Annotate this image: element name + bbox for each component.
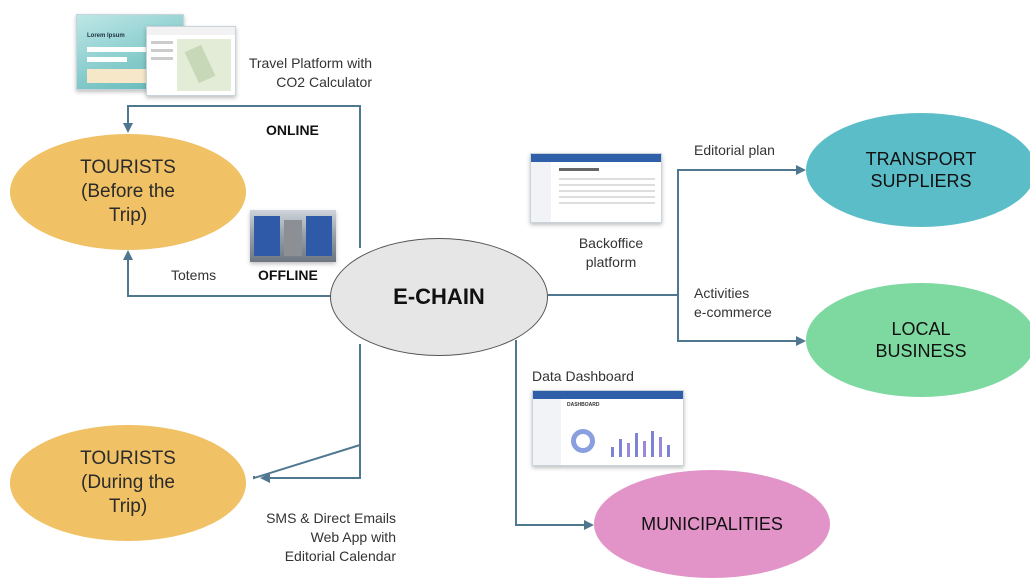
totems-photo [250,210,336,262]
local-business-connector [677,295,806,346]
during-trip-arrow [260,440,361,483]
transport-connector [677,165,806,295]
travel-platform-title: Lorem Ipsum [87,33,125,39]
data-dashboard-label: Data Dashboard [532,368,634,384]
editorial-plan-label: Editorial plan [694,142,775,158]
echain-node: E-CHAIN [330,238,548,356]
tourists-during-trip-label: TOURISTS (During the Trip) [80,448,176,517]
during-trip-connector [253,344,361,480]
online-label: ONLINE [266,122,319,138]
dashboard-thumbnail-title: DASHBOARD [567,402,600,408]
municipalities-connector [515,340,594,530]
offline-label: OFFLINE [258,267,318,283]
backoffice-screenshot [530,153,662,223]
totems-label: Totems [171,267,217,283]
municipalities-label: MUNICIPALITIES [641,513,783,534]
local-business-label: LOCAL BUSINESS [875,318,967,362]
backoffice-label: Backoffice platform [578,235,644,270]
online-connector [123,105,361,248]
transport-suppliers-node: TRANSPORT SUPPLIERS [806,113,1030,227]
travel-platform-label: Travel Platform with CO2 Calculator [248,55,372,90]
tourists-before-trip-node: TOURISTS (Before the Trip) [10,134,246,250]
sms-emails-label: SMS & Direct Emails Web App with Editori… [266,510,396,564]
travel-map-screenshot [146,26,236,96]
echain-label: E-CHAIN [393,284,485,310]
local-business-node: LOCAL BUSINESS [806,283,1030,397]
municipalities-node: MUNICIPALITIES [594,470,830,578]
data-dashboard-screenshot: DASHBOARD [532,390,684,466]
tourists-before-trip-label: TOURISTS (Before the Trip) [80,157,176,226]
transport-suppliers-label: TRANSPORT SUPPLIERS [865,148,977,192]
tourists-during-trip-node: TOURISTS (During the Trip) [10,425,246,541]
offline-connector [123,250,332,297]
activities-label: Activities e-commerce [694,285,772,320]
